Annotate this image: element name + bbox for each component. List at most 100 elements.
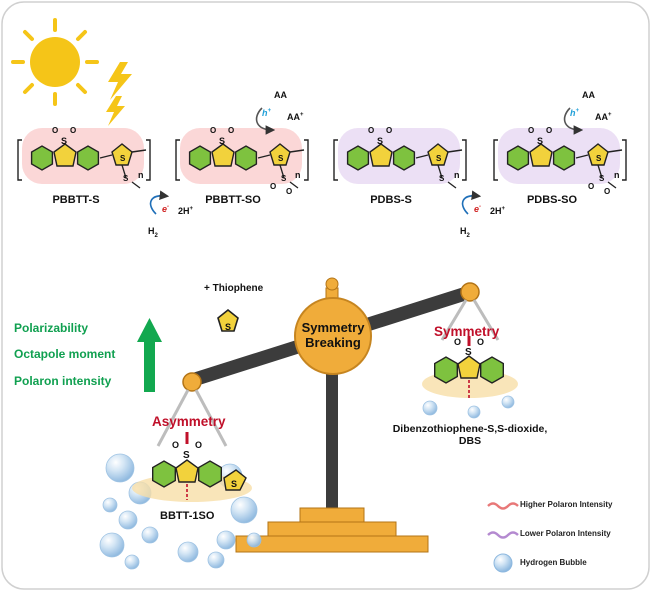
polymer-name-pdbs-so: PDBS-SO (526, 194, 578, 206)
benzene-ring (346, 145, 370, 171)
benzene-ring (30, 145, 54, 171)
atom-label: S (439, 174, 445, 183)
hydrogen-bubble (230, 496, 258, 524)
sulfone-ring (457, 355, 481, 379)
repeat-unit-n: n (614, 170, 620, 180)
atom-label: S (61, 136, 68, 146)
thiophene-ring (111, 143, 133, 166)
legend-bubble-mark (493, 553, 513, 573)
atom-label: O (477, 337, 485, 347)
reagent-aa-plus: AA+ (595, 112, 612, 122)
hydrogen-bubble (246, 532, 262, 548)
polymer-structure (175, 128, 309, 189)
benzene-ring (188, 145, 212, 171)
hydrogen-bubble (102, 497, 118, 513)
hydrogen-bubble (141, 526, 159, 544)
benzene-ring (552, 145, 576, 171)
fulcrum-ball (294, 277, 372, 375)
hole-arrow (563, 107, 584, 135)
benzene-ring (76, 145, 100, 171)
symmetry-breaking-title: Symmetry Breaking (301, 320, 365, 350)
hydrogen-bubble (207, 551, 225, 569)
electron-label: e- (474, 204, 482, 214)
thiophene-ring (427, 143, 449, 166)
right-strings (440, 299, 500, 341)
reagent-2h: 2H+ (178, 206, 194, 216)
atom-label: S (465, 347, 472, 358)
hydrogen-bubble (467, 405, 481, 419)
thiophene-ring (587, 143, 609, 166)
molecule-name-dbs: Dibenzothiophene-S,S-dioxide, DBS (392, 423, 548, 447)
sun-icon (11, 18, 99, 106)
atom-label: S (281, 174, 287, 183)
sulfone-ring (211, 143, 235, 167)
thiophene-label: + Thiophene (204, 283, 264, 294)
scale-post (326, 340, 338, 518)
hole-label: h+ (570, 108, 580, 118)
polymer-structure (493, 128, 627, 189)
property-octapole-moment: Octapole moment (14, 347, 116, 361)
legend-higher-label: Higher Polaron Intensity (520, 500, 613, 509)
reagent-aa-plus: AA+ (287, 112, 304, 122)
atom-label: S (120, 154, 126, 163)
benzene-ring (480, 356, 504, 384)
sulfone-ring (175, 459, 199, 483)
sulfone-ring (53, 143, 77, 167)
atom-label: S (123, 174, 129, 183)
benzene-ring (506, 145, 530, 171)
atom-label: O (368, 126, 375, 135)
hydrogen-bubble (422, 400, 438, 416)
reagent-2h: 2H+ (490, 206, 506, 216)
atom-label: S (278, 154, 284, 163)
atom-label: O (270, 182, 277, 191)
property-polaron-intensity: Polaron intensity (14, 374, 112, 388)
property-polarizability: Polarizability (14, 321, 89, 335)
thiophene-ring (223, 469, 247, 491)
legend-bubble-label: Hydrogen Bubble (520, 558, 587, 567)
hydrogen-bubble (124, 554, 140, 570)
hole-arrow (255, 107, 276, 135)
scale-base (235, 507, 429, 553)
lightning-icon (108, 62, 132, 100)
asymmetry-label: Asymmetry (152, 414, 226, 429)
atom-label: O (210, 126, 217, 135)
benzene-ring (392, 145, 416, 171)
benzene-ring (234, 145, 258, 171)
atom-label: S (183, 450, 190, 461)
atom-label: O (52, 126, 59, 135)
symmetry-label: Symmetry (434, 324, 500, 339)
atom-label: O (546, 126, 553, 135)
hydrogen-bubble (118, 510, 138, 530)
polymer-structure (17, 128, 151, 189)
atom-label: O (286, 187, 293, 196)
repeat-unit-n: n (454, 170, 460, 180)
atom-label: S (377, 136, 384, 146)
hydrogen-bubble (177, 541, 199, 563)
left-strings (156, 389, 228, 447)
sulfone-ring (369, 143, 393, 167)
molecule-dbs (422, 336, 518, 398)
repeat-unit-n: n (138, 170, 144, 180)
polymer-structure (333, 128, 467, 189)
atom-label: O (70, 126, 77, 135)
increase-arrow-icon (137, 318, 162, 392)
atom-label: S (231, 479, 238, 489)
thiophene-ring (269, 143, 291, 166)
molecule-name-bbtt-1so: BBTT-1SO (160, 510, 215, 522)
atom-label: S (599, 174, 605, 183)
repeat-unit-n: n (295, 170, 301, 180)
atom-label: O (528, 126, 535, 135)
thiophene-icon (217, 308, 239, 332)
hydrogen-bubble (105, 453, 135, 483)
electron-arrow (461, 190, 482, 215)
atom-label: O (228, 126, 235, 135)
benzene-ring (434, 356, 458, 384)
legend-higher-mark (487, 502, 519, 510)
lightning-icon (106, 96, 125, 126)
polymer-name-pdbs-s: PDBS-S (370, 194, 412, 206)
reagent-aa: AA (582, 90, 595, 100)
hydrogen-bubble (216, 530, 236, 550)
